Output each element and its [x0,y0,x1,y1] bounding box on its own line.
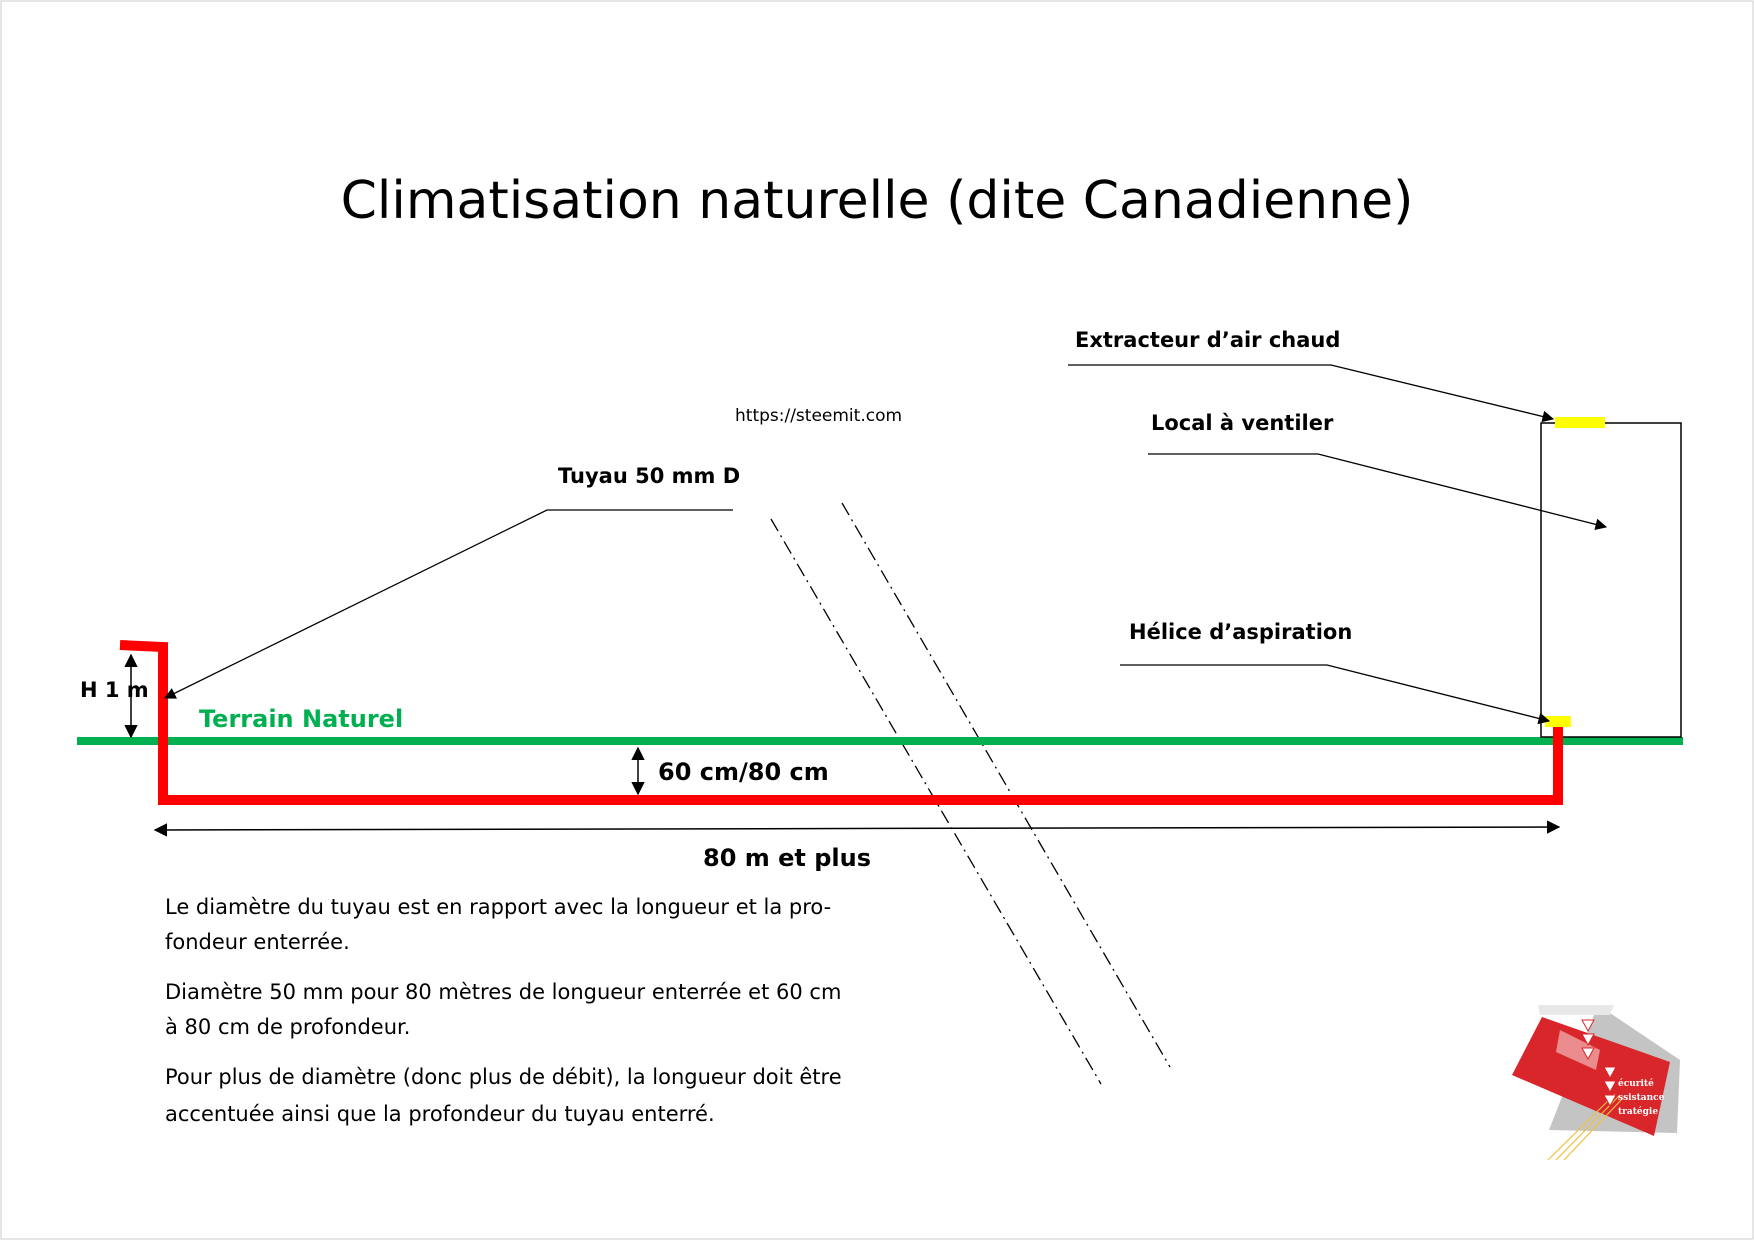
pipe-callout [163,509,733,699]
length-label: 80 m et plus [703,844,871,872]
paragraph-line: à 80 cm de profondeur. [165,1015,410,1039]
fan-callout [1120,664,1551,725]
pipe-label: Tuyau 50 mm D [558,464,740,488]
room-outline [1540,422,1682,738]
logo-text: écurité [1618,1078,1654,1089]
company-logo: écurité ssistance tratégie [1512,1005,1680,1161]
pipe [119,640,1563,805]
room-label: Local à ventiler [1151,411,1334,435]
extractor [1555,417,1605,428]
height-label: H 1 m [80,678,149,702]
fan-label: Hélice d’aspiration [1129,620,1352,644]
logo-text: tratégie [1618,1106,1658,1117]
paragraph-line: Pour plus de diamètre (donc plus de débi… [165,1065,842,1089]
diagram-title: Climatisation naturelle (dite Canadienne… [341,171,1414,231]
room-callout [1148,453,1608,531]
ground-label: Terrain Naturel [199,705,403,733]
break-line-left [770,518,1102,1085]
paragraph-line: Le diamètre du tuyau est en rapport avec… [165,895,831,919]
source-url: https://steemit.com [735,406,902,426]
length-dimension [153,820,1561,837]
paragraph-line: accentuée ainsi que la profondeur du tuy… [165,1102,715,1126]
extractor-label: Extracteur d’air chaud [1075,328,1340,352]
explanation-text: Le diamètre du tuyau est en rapport avec… [165,895,842,1126]
break-line-right [841,502,1171,1068]
paragraph-line: fondeur enterrée. [165,930,350,954]
depth-label: 60 cm/80 cm [658,758,829,786]
break-lines [770,502,1171,1085]
extractor-callout [1068,364,1555,423]
paragraph-line: Diamètre 50 mm pour 80 mètres de longueu… [165,980,841,1004]
logo-text: ssistance [1618,1093,1665,1103]
fan [1545,716,1571,727]
